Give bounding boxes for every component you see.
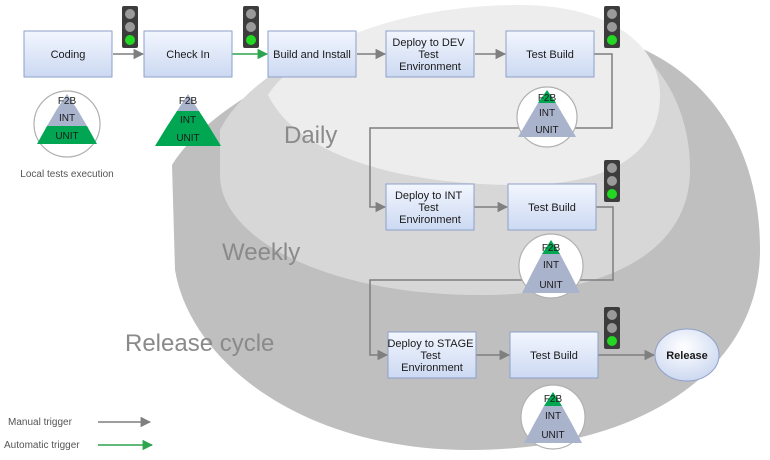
test-pyramid-weekly: F2B INT UNIT: [518, 233, 584, 299]
pyramid-unit-label: UNIT: [539, 280, 562, 291]
traffic-light-icon: [604, 307, 620, 349]
pyramid-unit-label: UNIT: [541, 430, 564, 441]
traffic-light-icon: [243, 6, 259, 48]
pyramid-f2b-label: F2B: [58, 96, 77, 107]
traffic-light-icon: [604, 160, 620, 202]
stage-build-and-install: Build and Install: [267, 30, 357, 78]
connectors: [113, 48, 656, 361]
traffic-light-icon: [604, 6, 620, 48]
pyramid-int-label: INT: [180, 115, 196, 126]
release-node: Release: [654, 328, 720, 382]
stage-test-build-release: Test Build: [509, 331, 599, 379]
stage-test-build-daily: Test Build: [505, 30, 595, 78]
legend: Manual trigger Automatic trigger: [4, 416, 154, 451]
stage-coding-label: Coding: [51, 49, 86, 61]
weekly-ring-label: Weekly: [222, 239, 300, 266]
stage-deploy-dev: Deploy to DEV Test Environment: [385, 30, 475, 78]
pyramid-unit-label: UNIT: [55, 131, 78, 142]
stage-deploy-int: Deploy to INT Test Environment: [385, 183, 475, 231]
daily-ring-label: Daily: [284, 122, 337, 149]
pyramid-unit-label: UNIT: [535, 125, 558, 136]
test-pyramid-checkin: F2B INT UNIT: [155, 94, 221, 146]
pyramid-f2b-label: F2B: [179, 96, 198, 107]
legend-manual-label: Manual trigger: [8, 417, 73, 428]
stage-deploy-int-label: Deploy to INT Test Environment: [395, 190, 465, 226]
stage-check-in: Check In: [143, 30, 233, 78]
stage-coding: Coding: [23, 30, 113, 78]
pyramid-f2b-label: F2B: [538, 93, 557, 104]
stage-deploy-stage: Deploy to STAGE Test Environment: [387, 331, 477, 379]
stage-check-in-label: Check In: [166, 49, 209, 61]
stage-test-build-weekly: Test Build: [507, 183, 597, 231]
stage-build-and-install-label: Build and Install: [273, 49, 351, 61]
test-pyramid-local: F2B INT UNIT: [33, 90, 101, 158]
pyramid-int-label: INT: [539, 108, 555, 119]
release-cycle-ring-label: Release cycle: [125, 330, 274, 357]
test-pyramid-daily: F2B INT UNIT: [516, 86, 578, 148]
stage-test-build-release-label: Test Build: [530, 350, 578, 362]
arrow-weekly-to-deploy-stage: [369, 206, 614, 361]
legend-automatic-label: Automatic trigger: [4, 440, 80, 451]
release-label: Release: [666, 350, 708, 362]
stage-test-build-daily-label: Test Build: [526, 49, 574, 61]
stage-deploy-dev-label: Deploy to DEV Test Environment: [392, 37, 467, 73]
stage-test-build-weekly-label: Test Build: [528, 202, 576, 214]
arrow-daily-to-deploy-int: [369, 53, 613, 213]
pyramid-unit-label: UNIT: [176, 133, 199, 144]
traffic-light-icon: [122, 6, 138, 48]
pyramid-int-label: INT: [545, 411, 561, 422]
pyramid-f2b-label: F2B: [542, 243, 561, 254]
pyramid-int-label: INT: [59, 113, 75, 124]
test-pyramid-release: F2B INT UNIT: [520, 384, 586, 450]
stage-deploy-stage-label: Deploy to STAGE Test Environment: [387, 338, 476, 374]
pyramid-f2b-label: F2B: [544, 394, 563, 405]
local-tests-execution-label: Local tests execution: [20, 169, 113, 180]
pyramid-int-label: INT: [543, 260, 559, 271]
